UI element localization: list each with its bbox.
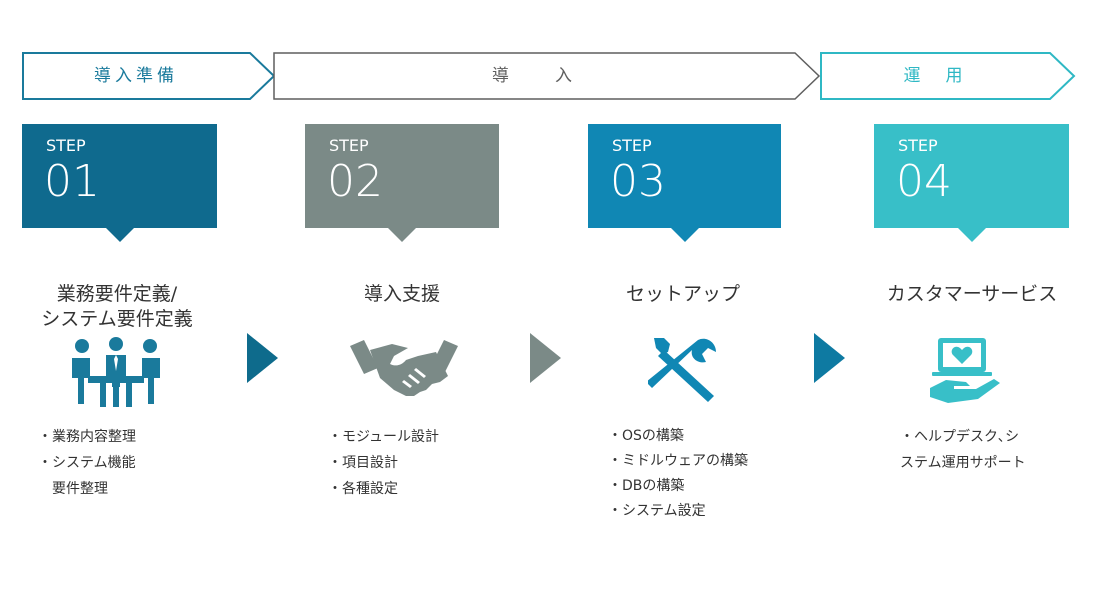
step-notch: [957, 228, 986, 242]
tools-icon: [646, 336, 720, 404]
bullet-list-04: ・ヘルプデスク､シ ステム運用サポート: [900, 424, 1026, 476]
step-number: 03: [610, 156, 666, 207]
list-item: ・項目設計: [328, 455, 398, 471]
step-number: 01: [44, 156, 100, 207]
step-box-04: STEP 04: [874, 124, 1069, 242]
step-word: STEP: [329, 136, 369, 155]
step-number: 04: [896, 156, 952, 207]
step-box-03: STEP 03: [588, 124, 781, 242]
bullet-list-03: ・OSの構築 ・ミドルウェアの構築 ・DBの構築 ・システム設定: [608, 424, 748, 524]
phase-label-preparation: 導入準備: [94, 66, 178, 86]
list-item: ・ヘルプデスク､シ: [900, 429, 1019, 445]
step-number: 02: [327, 156, 383, 207]
list-item: ・DBの構築: [608, 478, 685, 494]
list-item: ステム運用サポート: [900, 455, 1026, 471]
list-item: ・OSの構築: [608, 428, 684, 444]
step-box-02: STEP 02: [305, 124, 499, 242]
list-item: ・業務内容整理: [38, 429, 136, 445]
list-item: ・システム設定: [608, 503, 706, 519]
step-notch: [388, 228, 416, 242]
list-item: ・各種設定: [328, 481, 398, 497]
flow-arrow-3: [814, 333, 845, 383]
flow-arrow-2: [530, 333, 561, 383]
heart-support-icon: [928, 336, 1002, 404]
list-item: 要件整理: [38, 481, 108, 497]
phase-banner-shape: [820, 52, 1076, 100]
phase-banner-operation: 運 用: [820, 52, 1076, 100]
step-notch: [670, 228, 699, 242]
phase-banner-shape: [22, 52, 276, 100]
step-title-02: 導入支援: [363, 283, 440, 305]
list-item: ・モジュール設計: [328, 429, 440, 445]
step-word: STEP: [612, 136, 652, 155]
flow-arrow-1: [247, 333, 278, 383]
step-box-01: STEP 01: [22, 124, 217, 242]
list-item: ・システム機能: [38, 455, 136, 471]
step-title-03: セットアップ: [625, 283, 740, 305]
step-title-04: カスタマーサービス: [886, 283, 1058, 305]
phase-banner-shape: [273, 52, 821, 100]
meeting-icon: [70, 336, 162, 412]
phase-banner-introduction: 導 入: [273, 52, 821, 100]
phase-label-operation: 運 用: [903, 66, 967, 86]
step-notch: [105, 228, 134, 242]
step-word: STEP: [898, 136, 938, 155]
phase-banner-preparation: 導入準備: [22, 52, 276, 100]
bullet-list-02: ・モジュール設計 ・項目設計 ・各種設定: [328, 424, 439, 502]
handshake-icon: [348, 336, 460, 406]
list-item: ・ミドルウェアの構築: [608, 453, 748, 469]
step-word: STEP: [46, 136, 86, 155]
step-title-01: 業務要件定義/ システム要件定義: [41, 283, 193, 330]
phase-label-introduction: 導 入: [492, 66, 576, 86]
bullet-list-01: ・業務内容整理 ・システム機能 要件整理: [38, 424, 136, 502]
